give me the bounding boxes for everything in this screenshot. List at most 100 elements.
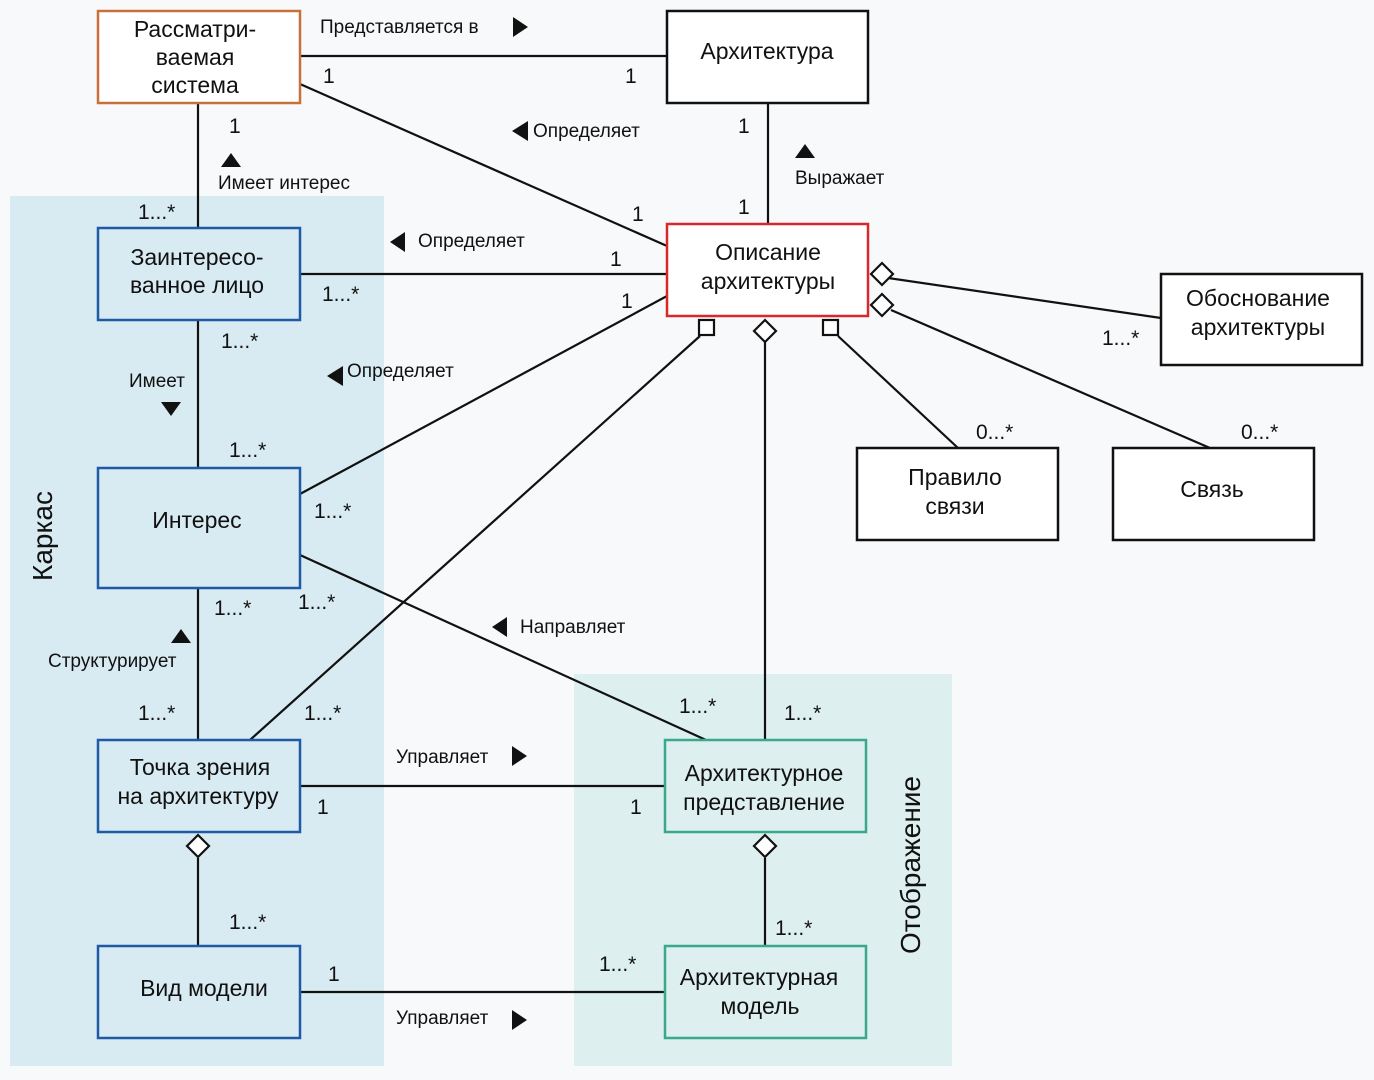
node-rationale-line-1: Обоснование bbox=[1186, 285, 1330, 311]
node-model-line-2: модель bbox=[721, 993, 800, 1019]
mult-stake-desc-1: 1 bbox=[610, 248, 622, 271]
arrow-right-icon bbox=[512, 1010, 527, 1030]
mult-sys-stake-2: 1...* bbox=[138, 201, 175, 224]
node-link-line-1: Связь bbox=[1180, 476, 1244, 502]
edge-rationale bbox=[887, 276, 1162, 320]
arrow-left-icon bbox=[492, 617, 507, 637]
edge-viewpoint-description bbox=[249, 335, 701, 741]
square-marker-icon bbox=[697, 318, 716, 337]
node-viewpoint[interactable]: Точка зрения на архитектуру bbox=[96, 738, 302, 834]
node-rule[interactable]: Правило связи bbox=[855, 446, 1060, 542]
mult-view-desc-bottom: 1...* bbox=[784, 702, 821, 725]
mult-view-model: 1...* bbox=[775, 917, 812, 940]
mult-arch-desc-1: 1 bbox=[738, 115, 750, 138]
framework-region-title: Каркас bbox=[27, 491, 58, 581]
mult-concern-desc-1: 1 bbox=[621, 290, 633, 313]
arrow-right-icon bbox=[513, 17, 528, 37]
mult-concern-view: 1...* bbox=[298, 591, 335, 614]
mult-view-desc: 1...* bbox=[679, 695, 716, 718]
arrow-left-icon bbox=[390, 232, 405, 252]
label-defines-1: Определяет bbox=[533, 121, 640, 142]
label-structures: Структурирует bbox=[48, 651, 177, 672]
node-system-line-3: система bbox=[151, 72, 239, 98]
arrow-left-icon bbox=[327, 366, 343, 386]
node-concern[interactable]: Интерес bbox=[96, 466, 302, 590]
arrow-up-icon bbox=[221, 153, 241, 167]
node-stakeholder[interactable]: Заинтересо- ванное лицо bbox=[96, 226, 302, 322]
mult-stake-concern-2: 1...* bbox=[229, 439, 266, 462]
node-rationale[interactable]: Обоснование архитектуры bbox=[1159, 272, 1364, 367]
node-rule-line-1: Правило bbox=[908, 464, 1002, 490]
mult-rationale: 1...* bbox=[1102, 327, 1139, 350]
mult-sys-arch-1: 1 bbox=[323, 65, 335, 88]
arrow-down-icon bbox=[161, 402, 181, 416]
node-architecture-line-1: Архитектура bbox=[700, 38, 833, 64]
node-model-kind[interactable]: Вид модели bbox=[96, 944, 302, 1040]
node-view-line-2: представление bbox=[683, 789, 845, 815]
node-stakeholder-line-1: Заинтересо- bbox=[130, 244, 263, 270]
label-governs-1: Управляет bbox=[396, 747, 489, 768]
square-marker-icon bbox=[821, 318, 840, 337]
mult-kind-model-2: 1...* bbox=[599, 953, 636, 976]
mult-sys-stake-1: 1 bbox=[229, 115, 241, 138]
edge-concern-view bbox=[299, 553, 707, 742]
mult-stake-concern-1: 1...* bbox=[221, 330, 258, 353]
label-defines-2: Определяет bbox=[418, 231, 525, 252]
node-description-line-1: Описание bbox=[715, 239, 821, 265]
label-defines-3: Определяет bbox=[347, 361, 454, 382]
node-description-line-2: архитектуры bbox=[701, 268, 835, 294]
mult-concern-desc-2: 1...* bbox=[314, 500, 351, 523]
node-viewpoint-line-2: на архитектуру bbox=[117, 783, 279, 809]
node-viewpoint-line-1: Точка зрения bbox=[130, 754, 270, 780]
arrow-up-icon bbox=[795, 144, 815, 158]
mult-vp-desc: 1...* bbox=[304, 702, 341, 725]
node-system[interactable]: Рассматри- ваемая система bbox=[96, 9, 302, 105]
diamond-icon bbox=[185, 833, 211, 859]
node-stakeholder-line-2: ванное лицо bbox=[130, 272, 264, 298]
edge-concern-description bbox=[299, 295, 668, 495]
label-expresses: Выражает bbox=[795, 168, 885, 189]
node-system-line-1: Рассматри- bbox=[134, 16, 256, 42]
node-concern-line-1: Интерес bbox=[152, 507, 241, 533]
display-region-title: Отображение bbox=[895, 776, 926, 954]
diamond-icon bbox=[752, 833, 778, 859]
node-architecture[interactable]: Архитектура bbox=[665, 9, 870, 105]
node-rationale-line-2: архитектуры bbox=[1191, 314, 1325, 340]
label-directs: Направляет bbox=[520, 617, 626, 638]
label-has: Имеет bbox=[129, 371, 185, 392]
mult-sys-desc: 1 bbox=[632, 203, 644, 226]
arrow-up-icon bbox=[171, 629, 191, 643]
diamond-icon bbox=[869, 292, 895, 318]
node-model-kind-line-1: Вид модели bbox=[140, 975, 268, 1001]
mult-sys-arch-2: 1 bbox=[625, 65, 637, 88]
node-view-line-1: Архитектурное bbox=[685, 760, 844, 786]
label-represented-in: Представляется в bbox=[320, 17, 479, 38]
connectors bbox=[196, 54, 1211, 994]
arrow-left-icon bbox=[512, 121, 528, 141]
label-governs-2: Управляет bbox=[396, 1008, 489, 1029]
node-view[interactable]: Архитектурное представление bbox=[663, 738, 868, 834]
node-system-line-2: ваемая bbox=[156, 44, 235, 70]
node-rule-line-2: связи bbox=[925, 493, 984, 519]
mult-concern-vp-1: 1...* bbox=[214, 597, 251, 620]
mult-vp-view-1: 1 bbox=[317, 796, 329, 819]
arrow-right-icon bbox=[512, 746, 527, 766]
edge-link bbox=[890, 308, 1211, 450]
mult-vp-view-2: 1 bbox=[630, 796, 642, 819]
direction-arrows bbox=[161, 17, 815, 1030]
edge-rule bbox=[837, 335, 959, 449]
aggregation-markers bbox=[185, 261, 895, 859]
label-has-interest: Имеет интерес bbox=[218, 173, 350, 194]
edge-system-description bbox=[299, 82, 668, 248]
node-model[interactable]: Архитектурная модель bbox=[663, 944, 868, 1040]
node-description[interactable]: Описание архитектуры bbox=[665, 222, 870, 318]
mult-concern-vp-2: 1...* bbox=[138, 702, 175, 725]
mult-arch-desc-2: 1 bbox=[738, 196, 750, 219]
mult-stake-desc-2: 1...* bbox=[322, 283, 359, 306]
node-model-line-1: Архитектурная bbox=[680, 964, 838, 990]
mult-rule: 0...* bbox=[976, 421, 1013, 444]
diamond-icon bbox=[752, 318, 778, 344]
mult-kind-model-1: 1 bbox=[328, 963, 340, 986]
node-link[interactable]: Связь bbox=[1111, 446, 1316, 542]
